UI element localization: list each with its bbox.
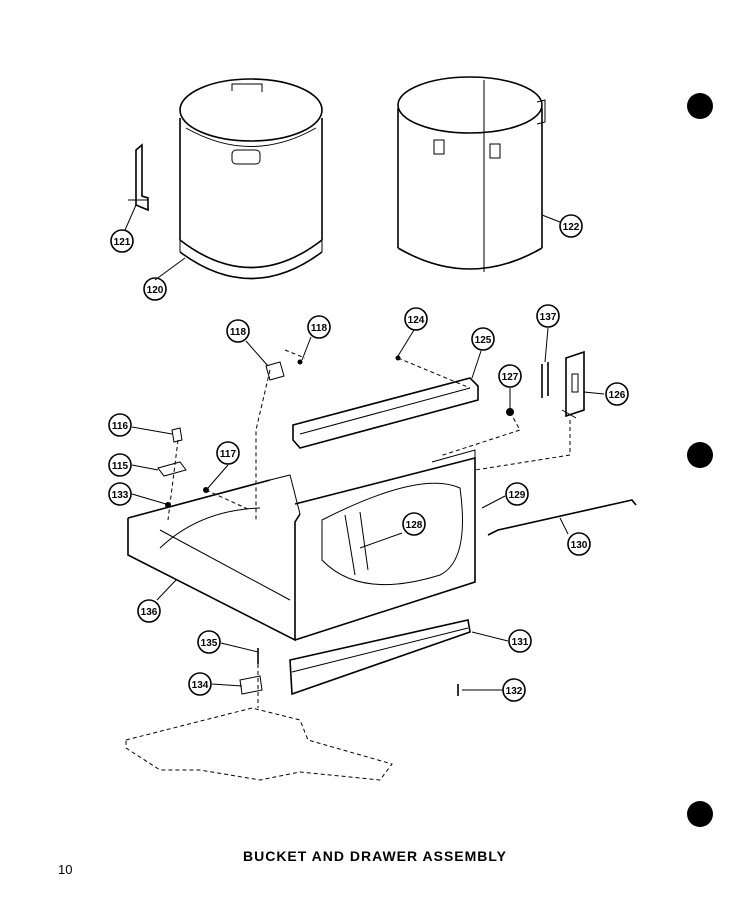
callout-120: 120 bbox=[143, 277, 167, 301]
part-callouts: 121 120 122 118 118 124 125 137 127 126 … bbox=[108, 214, 629, 702]
callout-124: 124 bbox=[404, 307, 428, 331]
svg-text:130: 130 bbox=[571, 540, 588, 551]
callout-137: 137 bbox=[536, 304, 560, 328]
svg-text:120: 120 bbox=[147, 285, 164, 296]
callout-117: 117 bbox=[216, 441, 240, 465]
svg-text:118: 118 bbox=[230, 327, 247, 338]
svg-text:124: 124 bbox=[408, 315, 425, 326]
svg-text:132: 132 bbox=[506, 686, 523, 697]
callout-136: 136 bbox=[137, 599, 161, 623]
leader-lines bbox=[124, 204, 605, 691]
callout-133: 133 bbox=[108, 482, 132, 506]
bucket-sleeve bbox=[397, 76, 546, 272]
callout-132: 132 bbox=[502, 678, 526, 702]
svg-text:133: 133 bbox=[112, 490, 129, 501]
callout-131: 131 bbox=[508, 629, 532, 653]
binder-holes bbox=[687, 93, 713, 827]
svg-text:121: 121 bbox=[114, 237, 131, 248]
rod bbox=[487, 499, 637, 536]
svg-text:129: 129 bbox=[509, 490, 526, 501]
callout-129: 129 bbox=[505, 482, 529, 506]
callout-130: 130 bbox=[567, 532, 591, 556]
callout-135: 135 bbox=[197, 630, 221, 654]
svg-text:134: 134 bbox=[192, 680, 209, 691]
base-plate bbox=[125, 707, 393, 781]
callout-126: 126 bbox=[605, 382, 629, 406]
svg-text:136: 136 bbox=[141, 607, 158, 618]
callout-118-b: 118 bbox=[307, 315, 331, 339]
bucket-with-lid bbox=[179, 78, 323, 280]
callout-122: 122 bbox=[559, 214, 583, 238]
svg-text:116: 116 bbox=[112, 421, 129, 432]
callout-125: 125 bbox=[471, 327, 495, 351]
bucket-bracket bbox=[128, 143, 149, 212]
svg-text:122: 122 bbox=[563, 222, 580, 233]
callout-121: 121 bbox=[110, 229, 134, 253]
assembly-lines bbox=[167, 349, 571, 708]
svg-text:131: 131 bbox=[512, 637, 529, 648]
diagram-caption: BUCKET AND DRAWER ASSEMBLY bbox=[242, 848, 507, 864]
svg-text:126: 126 bbox=[609, 390, 626, 401]
svg-text:117: 117 bbox=[220, 449, 237, 460]
svg-text:125: 125 bbox=[475, 335, 492, 346]
callout-127: 127 bbox=[498, 364, 522, 388]
callout-116: 116 bbox=[108, 413, 132, 437]
drawer-rail bbox=[292, 377, 479, 449]
drawer-body bbox=[127, 449, 476, 642]
callout-118-a: 118 bbox=[226, 319, 250, 343]
svg-text:115: 115 bbox=[112, 461, 129, 472]
callout-128: 128 bbox=[402, 512, 426, 536]
svg-text:135: 135 bbox=[201, 638, 218, 649]
callout-115: 115 bbox=[108, 453, 132, 477]
side-bracket bbox=[561, 350, 585, 419]
svg-text:127: 127 bbox=[502, 372, 519, 383]
svg-text:128: 128 bbox=[406, 520, 423, 531]
callout-134: 134 bbox=[188, 672, 212, 696]
svg-text:118: 118 bbox=[311, 323, 328, 334]
front-strip bbox=[289, 619, 471, 696]
svg-text:137: 137 bbox=[540, 312, 557, 323]
page-number: 10 bbox=[58, 862, 73, 877]
pin bbox=[541, 362, 549, 398]
